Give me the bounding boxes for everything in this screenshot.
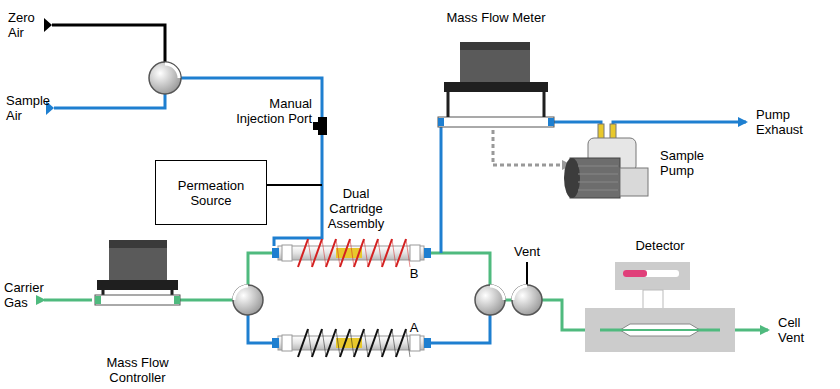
part-label: Manual Injection Port	[236, 96, 312, 126]
box-label: Permeation Source	[156, 178, 266, 208]
part-label: Carrier Gas	[4, 280, 52, 310]
device-label: Mass Flow Controller	[95, 355, 180, 385]
device-label: Mass Flow Meter	[434, 10, 558, 25]
mfm-symbol	[438, 42, 554, 130]
device-label: Detector	[610, 238, 710, 253]
flow-connector	[493, 130, 570, 165]
pump-device: Sample Pump	[570, 138, 650, 200]
det-symbol	[585, 262, 735, 352]
part-label: Cell Vent	[778, 315, 826, 345]
part-label: Pump Exhaust	[756, 107, 816, 137]
part-label: A	[406, 320, 422, 335]
part-label: B	[406, 266, 422, 281]
part-label: Zero Air	[8, 10, 48, 40]
part-label: Dual Cartridge Assembly	[318, 186, 394, 231]
mfm-device: Mass Flow Meter	[438, 42, 554, 130]
det-device: Detector	[585, 262, 735, 352]
flow-connector	[554, 122, 601, 126]
mfc-device: Mass Flow Controller	[95, 240, 180, 308]
mfc-symbol	[95, 240, 180, 308]
pump-symbol	[570, 138, 650, 200]
part-label: Sample Air	[6, 93, 50, 123]
part-label: Vent	[507, 244, 547, 259]
device-label: Sample Pump	[660, 148, 715, 178]
process-box: Permeation Source	[155, 160, 267, 225]
